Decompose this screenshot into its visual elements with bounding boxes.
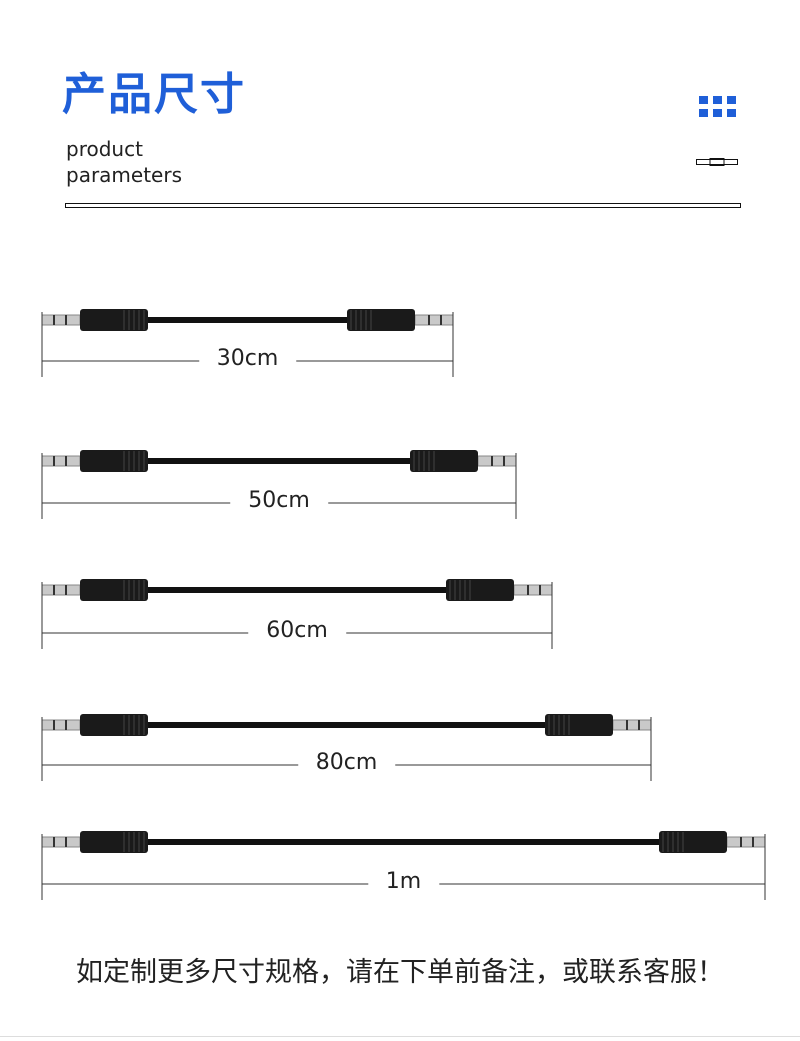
plug-body [545,714,613,736]
subtitle-line2: parameters [66,163,183,187]
plug-tip [41,584,81,596]
plug-tip [41,836,81,848]
plug-body [410,450,478,472]
plug-body [80,579,148,601]
cable-length-label: 50cm [230,488,328,513]
plug-body [80,831,148,853]
cable-length-label: 60cm [248,618,346,643]
plug-body [446,579,514,601]
plug-tip [41,455,81,467]
grid-dots-icon [699,96,737,117]
plug-tip [41,719,81,731]
plug-body [80,450,148,472]
plug-tip [513,584,553,596]
cable-length-label: 1m [367,869,440,894]
plug-body [80,309,148,331]
link-chain-icon [696,158,738,166]
plug-body [347,309,415,331]
page-title: 产品尺寸 [62,69,246,120]
plug-body [659,831,727,853]
subtitle-line1: product [66,137,143,161]
plug-tip [726,836,766,848]
header-divider [65,203,741,208]
cable-length-label: 80cm [297,750,396,775]
plug-body [80,714,148,736]
bottom-divider [0,1036,800,1037]
plug-tip [41,314,81,326]
custom-size-note: 如定制更多尺寸规格，请在下单前备注，或联系客服！ [76,957,724,988]
plug-tip [477,455,517,467]
cable-length-label: 30cm [198,346,297,371]
plug-tip [414,314,454,326]
plug-tip [612,719,652,731]
